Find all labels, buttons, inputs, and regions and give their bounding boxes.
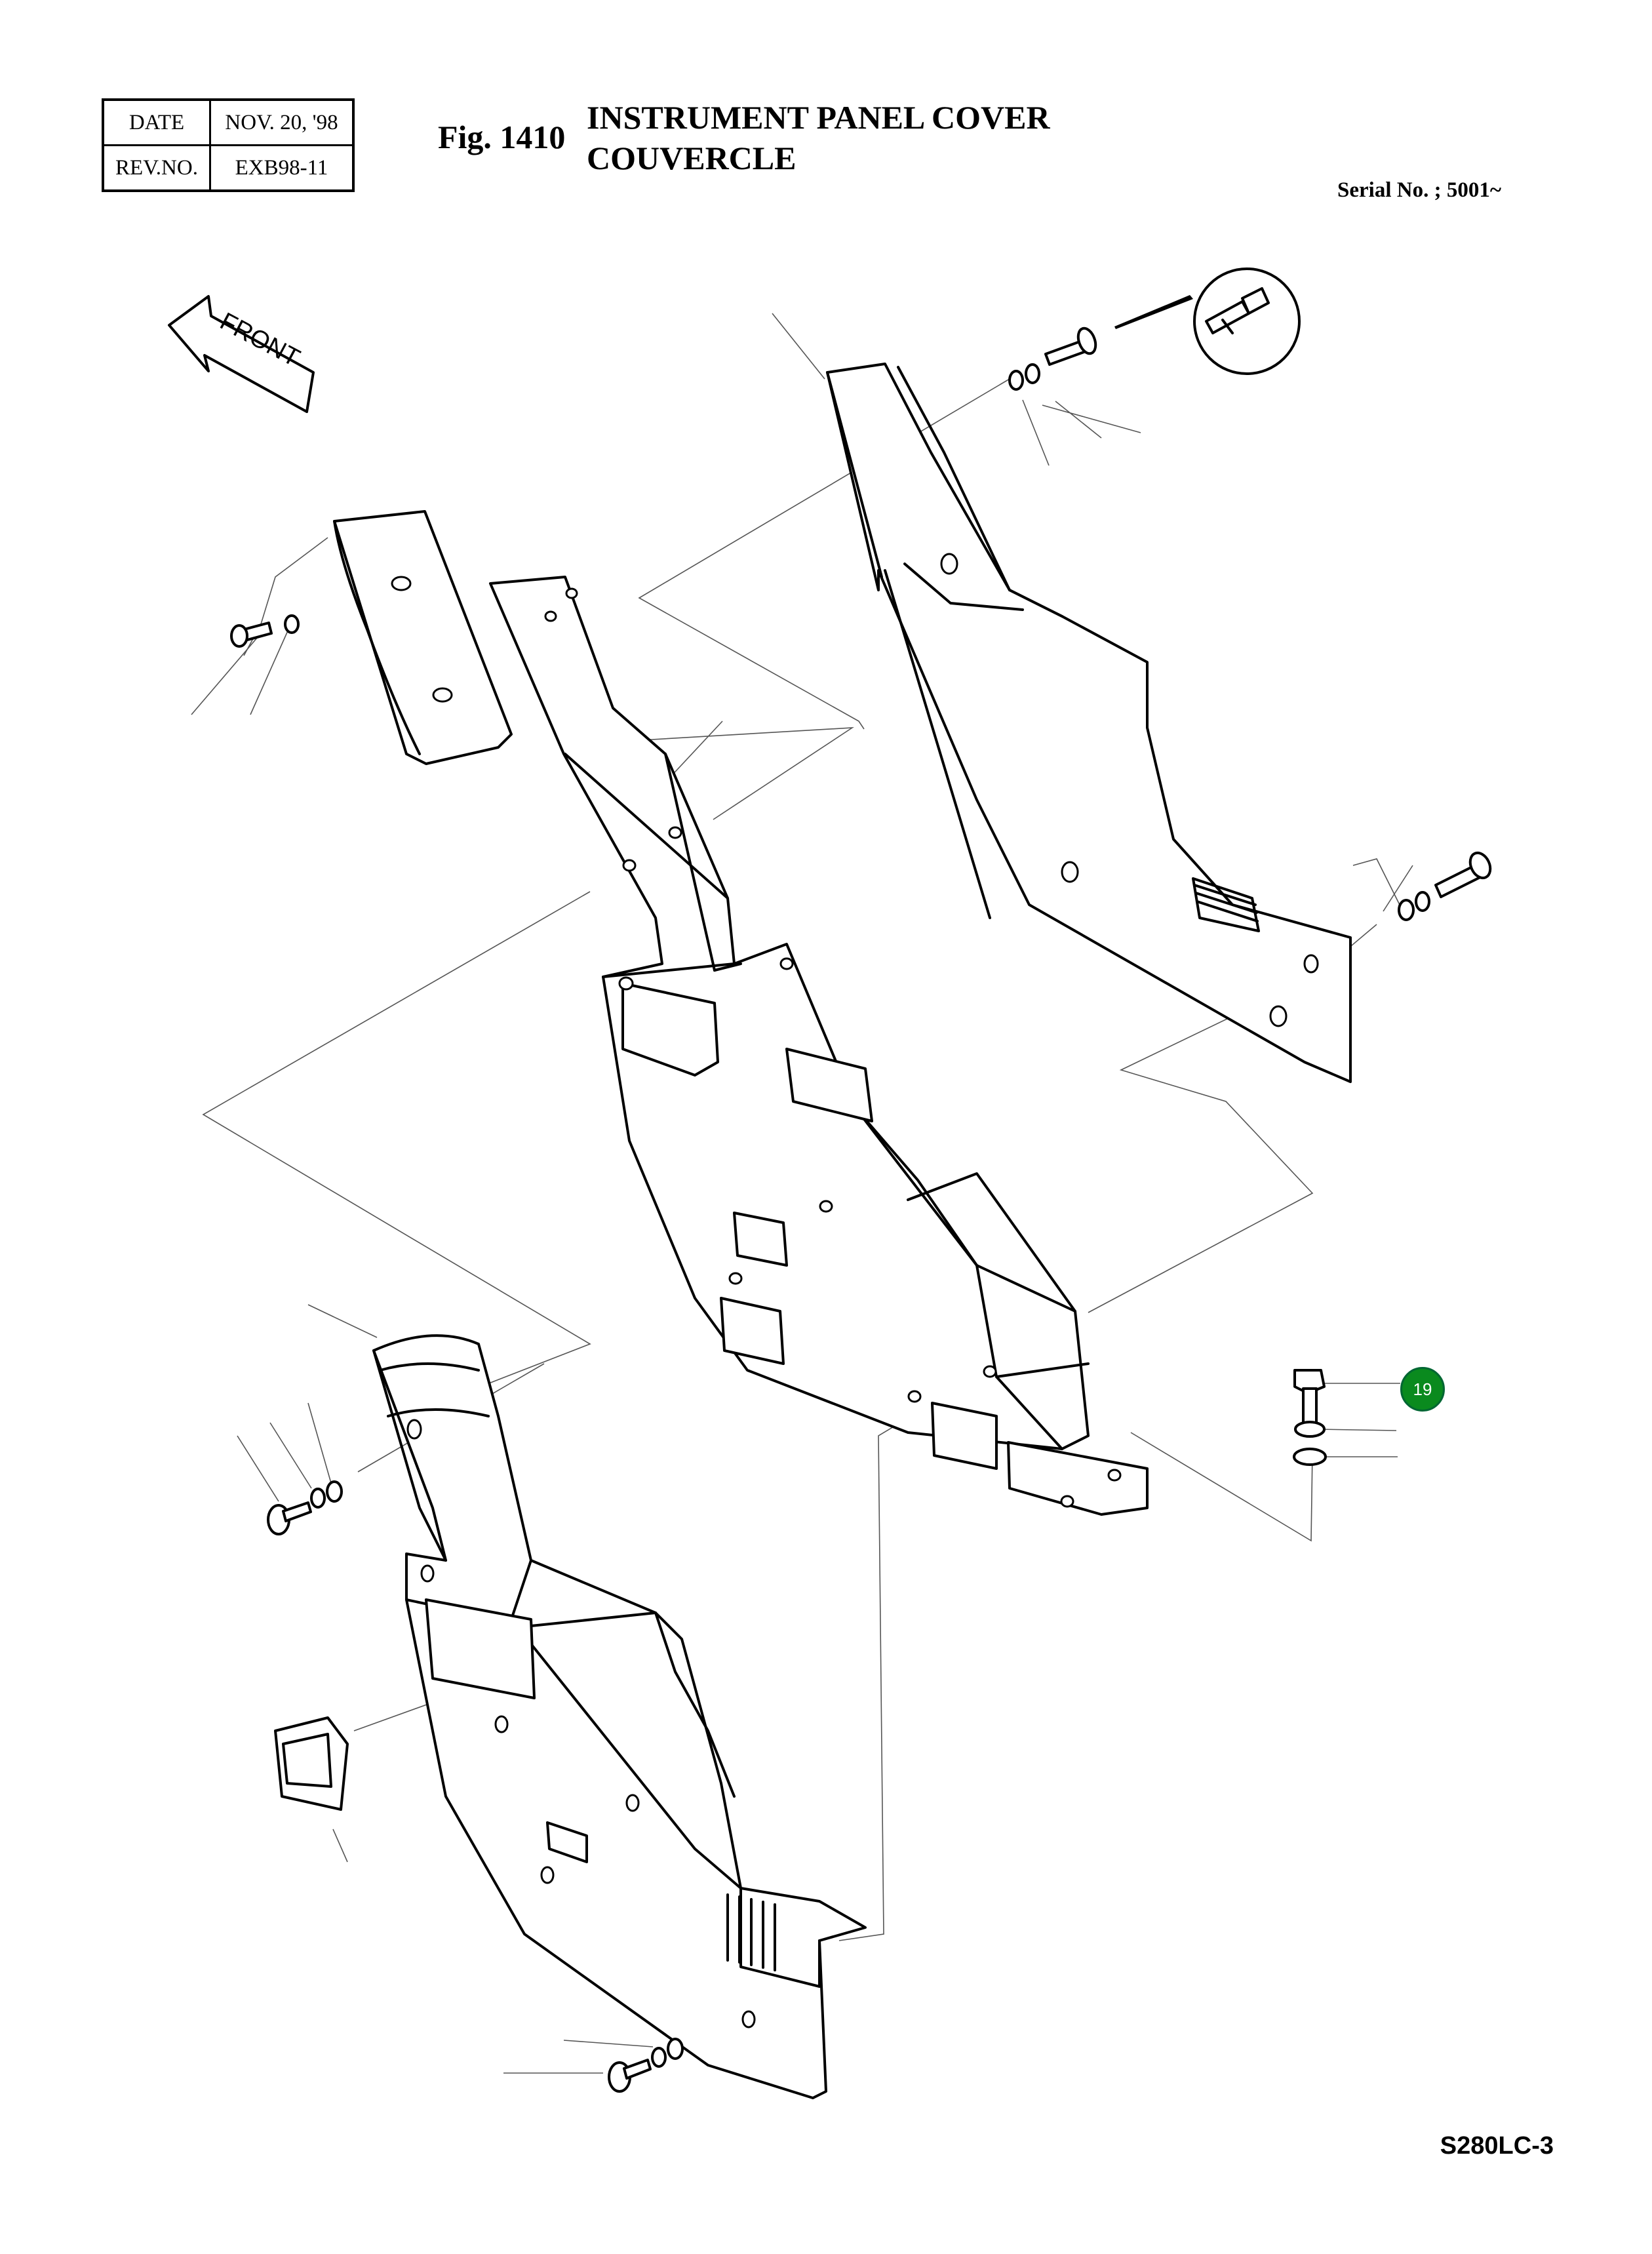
front-arrow-label: FRONT [216,307,304,372]
switch-plug [274,1716,349,1811]
model-code: S280LC-3 [1440,2132,1554,2160]
serial-number: Serial No. ; 5001~ [1337,178,1501,202]
date-value: NOV. 20, '98 [209,98,355,146]
lower-left-bolts [267,1480,684,2093]
assembly-lines [191,313,1413,2074]
top-bolt-washers [1008,326,1097,391]
bolt-detail-circle [1114,267,1301,375]
figure-title: INSTRUMENT PANEL COVER [587,99,1050,136]
right-bolt-washers [1398,851,1492,921]
upper-right-cover [826,363,1352,1083]
rev-label: REV.NO. [102,144,211,192]
small-bracket-cover [230,510,513,765]
revision-table: DATE NOV. 20, '98 REV.NO. EXB98-11 [102,98,355,192]
callout-19[interactable]: 19 [1400,1367,1445,1412]
front-arrow: FRONT [168,295,315,413]
part-19-bolt [1293,1369,1327,1466]
lower-left-cover [372,1334,867,2099]
rev-value: EXB98-11 [209,144,355,192]
figure-number: Fig. 1410 [438,119,566,155]
center-panel-cover [489,576,1149,1516]
date-label: DATE [102,98,211,146]
figure-subtitle: COUVERCLE [587,140,796,176]
